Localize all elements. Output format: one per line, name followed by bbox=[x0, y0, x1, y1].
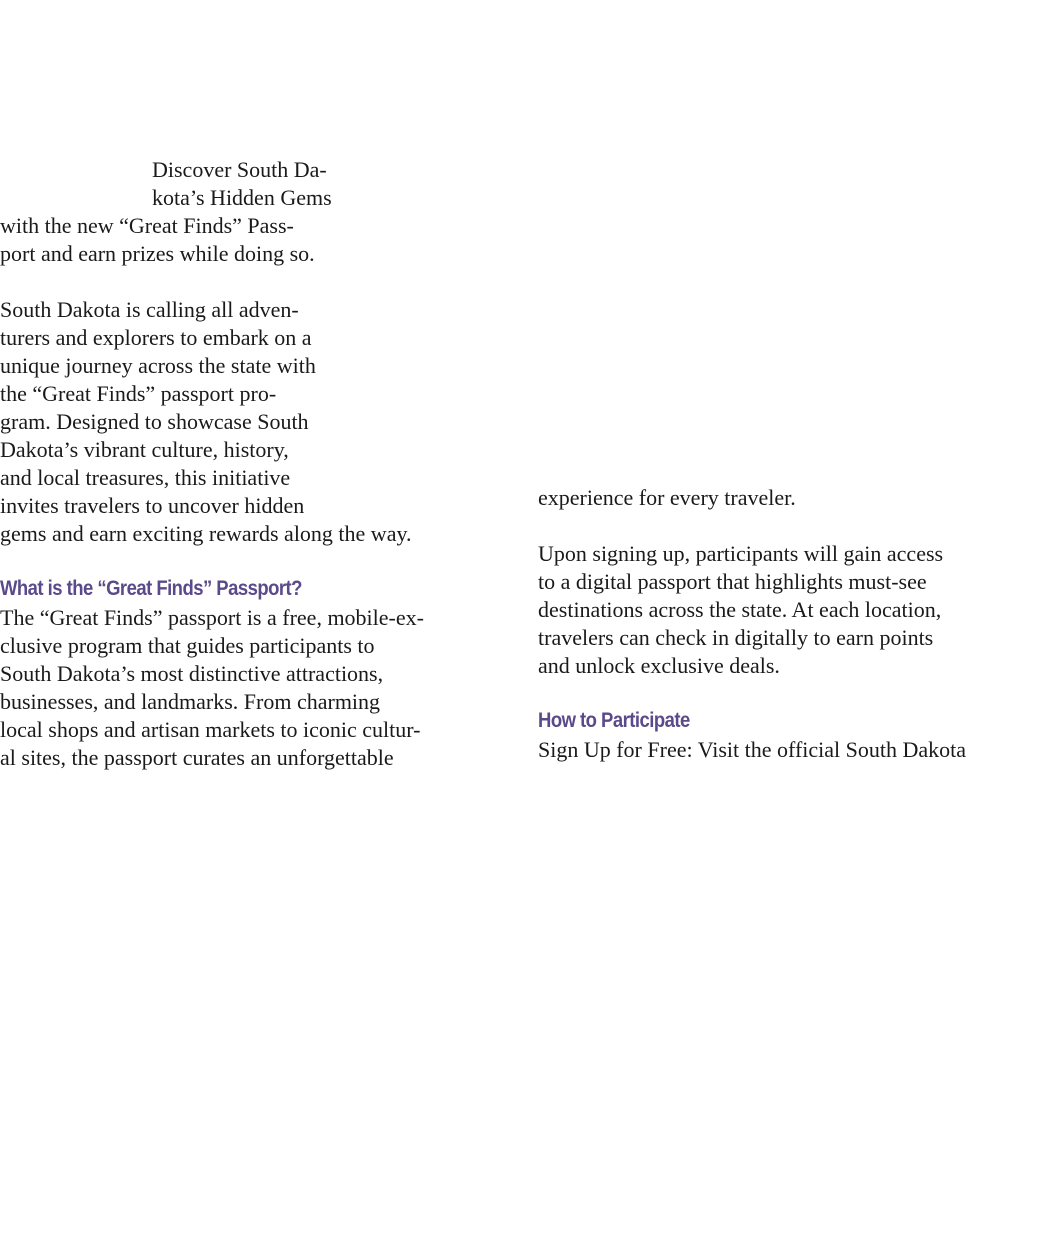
paragraph-line: South Dakota’s most distinctive attracti… bbox=[0, 661, 384, 686]
section-heading-participate: How to Participate bbox=[538, 709, 690, 732]
paragraph-line: unique journey across the state with bbox=[0, 353, 316, 378]
paragraph-line: and local treasures, this initiative bbox=[0, 465, 291, 490]
paragraph-line: al sites, the passport curates an unforg… bbox=[0, 745, 394, 770]
paragraph-line: South Dakota is calling all adven- bbox=[0, 297, 299, 322]
paragraph-line: invites travelers to uncover hidden bbox=[0, 493, 305, 518]
paragraph-line: gram. Designed to showcase South bbox=[0, 409, 309, 434]
intro-line: port and earn prizes while doing so. bbox=[0, 241, 315, 266]
paragraph-line: local shops and artisan markets to iconi… bbox=[0, 717, 421, 742]
intro-line: with the new “Great Finds” Pass- bbox=[0, 213, 294, 238]
paragraph-line: gems and earn exciting rewards along the… bbox=[0, 521, 412, 546]
paragraph-line: destinations across the state. At each l… bbox=[538, 597, 942, 622]
paragraph-line: to a digital passport that highlights mu… bbox=[538, 569, 927, 594]
paragraph-line: travelers can check in digitally to earn… bbox=[538, 625, 934, 650]
section-heading-passport: What is the “Great Finds” Passport? bbox=[0, 577, 302, 600]
paragraph-line: clusive program that guides participants… bbox=[0, 633, 375, 658]
paragraph-line: turers and explorers to embark on a bbox=[0, 325, 312, 350]
paragraph-line: The “Great Finds” passport is a free, mo… bbox=[0, 605, 424, 630]
intro-line: kota’s Hidden Gems bbox=[152, 185, 332, 210]
paragraph-line: Upon signing up, participants will gain … bbox=[538, 541, 944, 566]
paragraph-line: experience for every traveler. bbox=[538, 485, 796, 510]
paragraph-line: the “Great Finds” passport pro- bbox=[0, 381, 277, 406]
paragraph-line: and unlock exclusive deals. bbox=[538, 653, 780, 678]
intro-line: Discover South Da- bbox=[152, 157, 327, 182]
paragraph-line: Sign Up for Free: Visit the official Sou… bbox=[538, 737, 967, 762]
paragraph-line: Dakota’s vibrant culture, history, bbox=[0, 437, 289, 462]
paragraph-line: businesses, and landmarks. From charming bbox=[0, 689, 381, 714]
